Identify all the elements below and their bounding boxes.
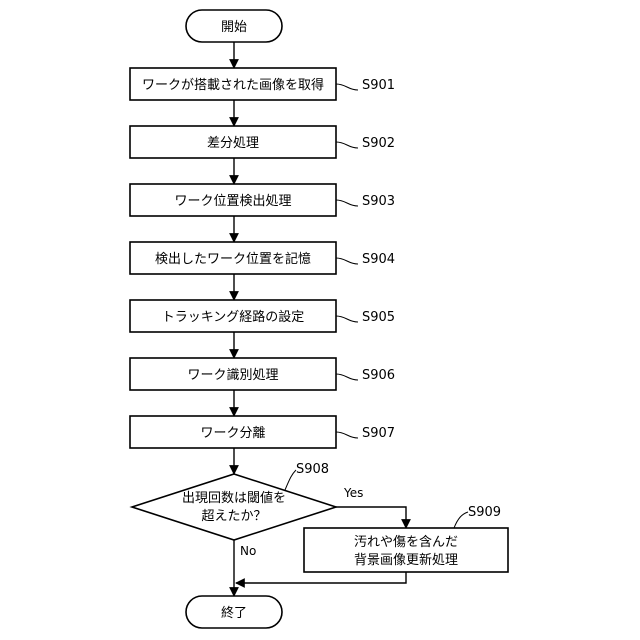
step-id-s903: S903: [362, 194, 395, 209]
step-id-s901: S901: [362, 78, 395, 93]
process-step-s902: 差分処理: [130, 126, 336, 158]
step-id-leader: [336, 374, 358, 380]
process-step-s906: ワーク識別処理: [130, 358, 336, 390]
process-step-s909: 汚れや傷を含んだ 背景画像更新処理: [304, 528, 508, 572]
yes-label: Yes: [343, 486, 363, 500]
update-line1: 汚れや傷を含んだ: [354, 534, 458, 550]
step-label: 検出したワーク位置を記憶: [155, 251, 311, 267]
decision-line1: 出現回数は閾値を: [182, 490, 286, 506]
step-id-s908: S908: [296, 462, 329, 477]
step-id-leader: [336, 200, 358, 206]
step-label: トラッキング経路の設定: [162, 309, 305, 325]
step-label: ワーク位置検出処理: [174, 194, 291, 209]
step-id-s904: S904: [362, 252, 395, 267]
process-step-s907: ワーク分離: [130, 416, 336, 448]
merge-connector: [236, 572, 406, 583]
process-step-s905: トラッキング経路の設定: [130, 300, 336, 332]
start-label: 開始: [221, 20, 247, 35]
step-label: ワークが搭載された画像を取得: [142, 77, 324, 93]
step-label: 差分処理: [207, 136, 259, 151]
step-id-s902: S902: [362, 136, 395, 151]
no-label: No: [240, 544, 256, 558]
end-label: 終了: [221, 605, 247, 621]
process-step-s903: ワーク位置検出処理: [130, 184, 336, 216]
step-label: ワーク識別処理: [187, 368, 278, 383]
process-step-s901: ワークが搭載された画像を取得: [130, 68, 336, 100]
step-id-leader: [336, 432, 358, 438]
process-step-s904: 検出したワーク位置を記憶: [130, 242, 336, 274]
step-id-leader: [454, 512, 468, 528]
step-id-leader: [336, 142, 358, 148]
step-id-leader: [336, 316, 358, 322]
yes-connector: [336, 507, 406, 528]
step-id-s907: S907: [362, 426, 395, 441]
update-line2: 背景画像更新処理: [354, 552, 458, 568]
decision-line2: 超えたか？: [201, 509, 266, 524]
step-label: ワーク分離: [200, 426, 265, 441]
step-id-s906: S906: [362, 368, 395, 383]
step-id-leader: [336, 84, 358, 90]
step-id-leader: [285, 470, 296, 490]
step-id-s909: S909: [468, 505, 501, 520]
step-id-leader: [336, 258, 358, 264]
step-id-s905: S905: [362, 310, 395, 325]
